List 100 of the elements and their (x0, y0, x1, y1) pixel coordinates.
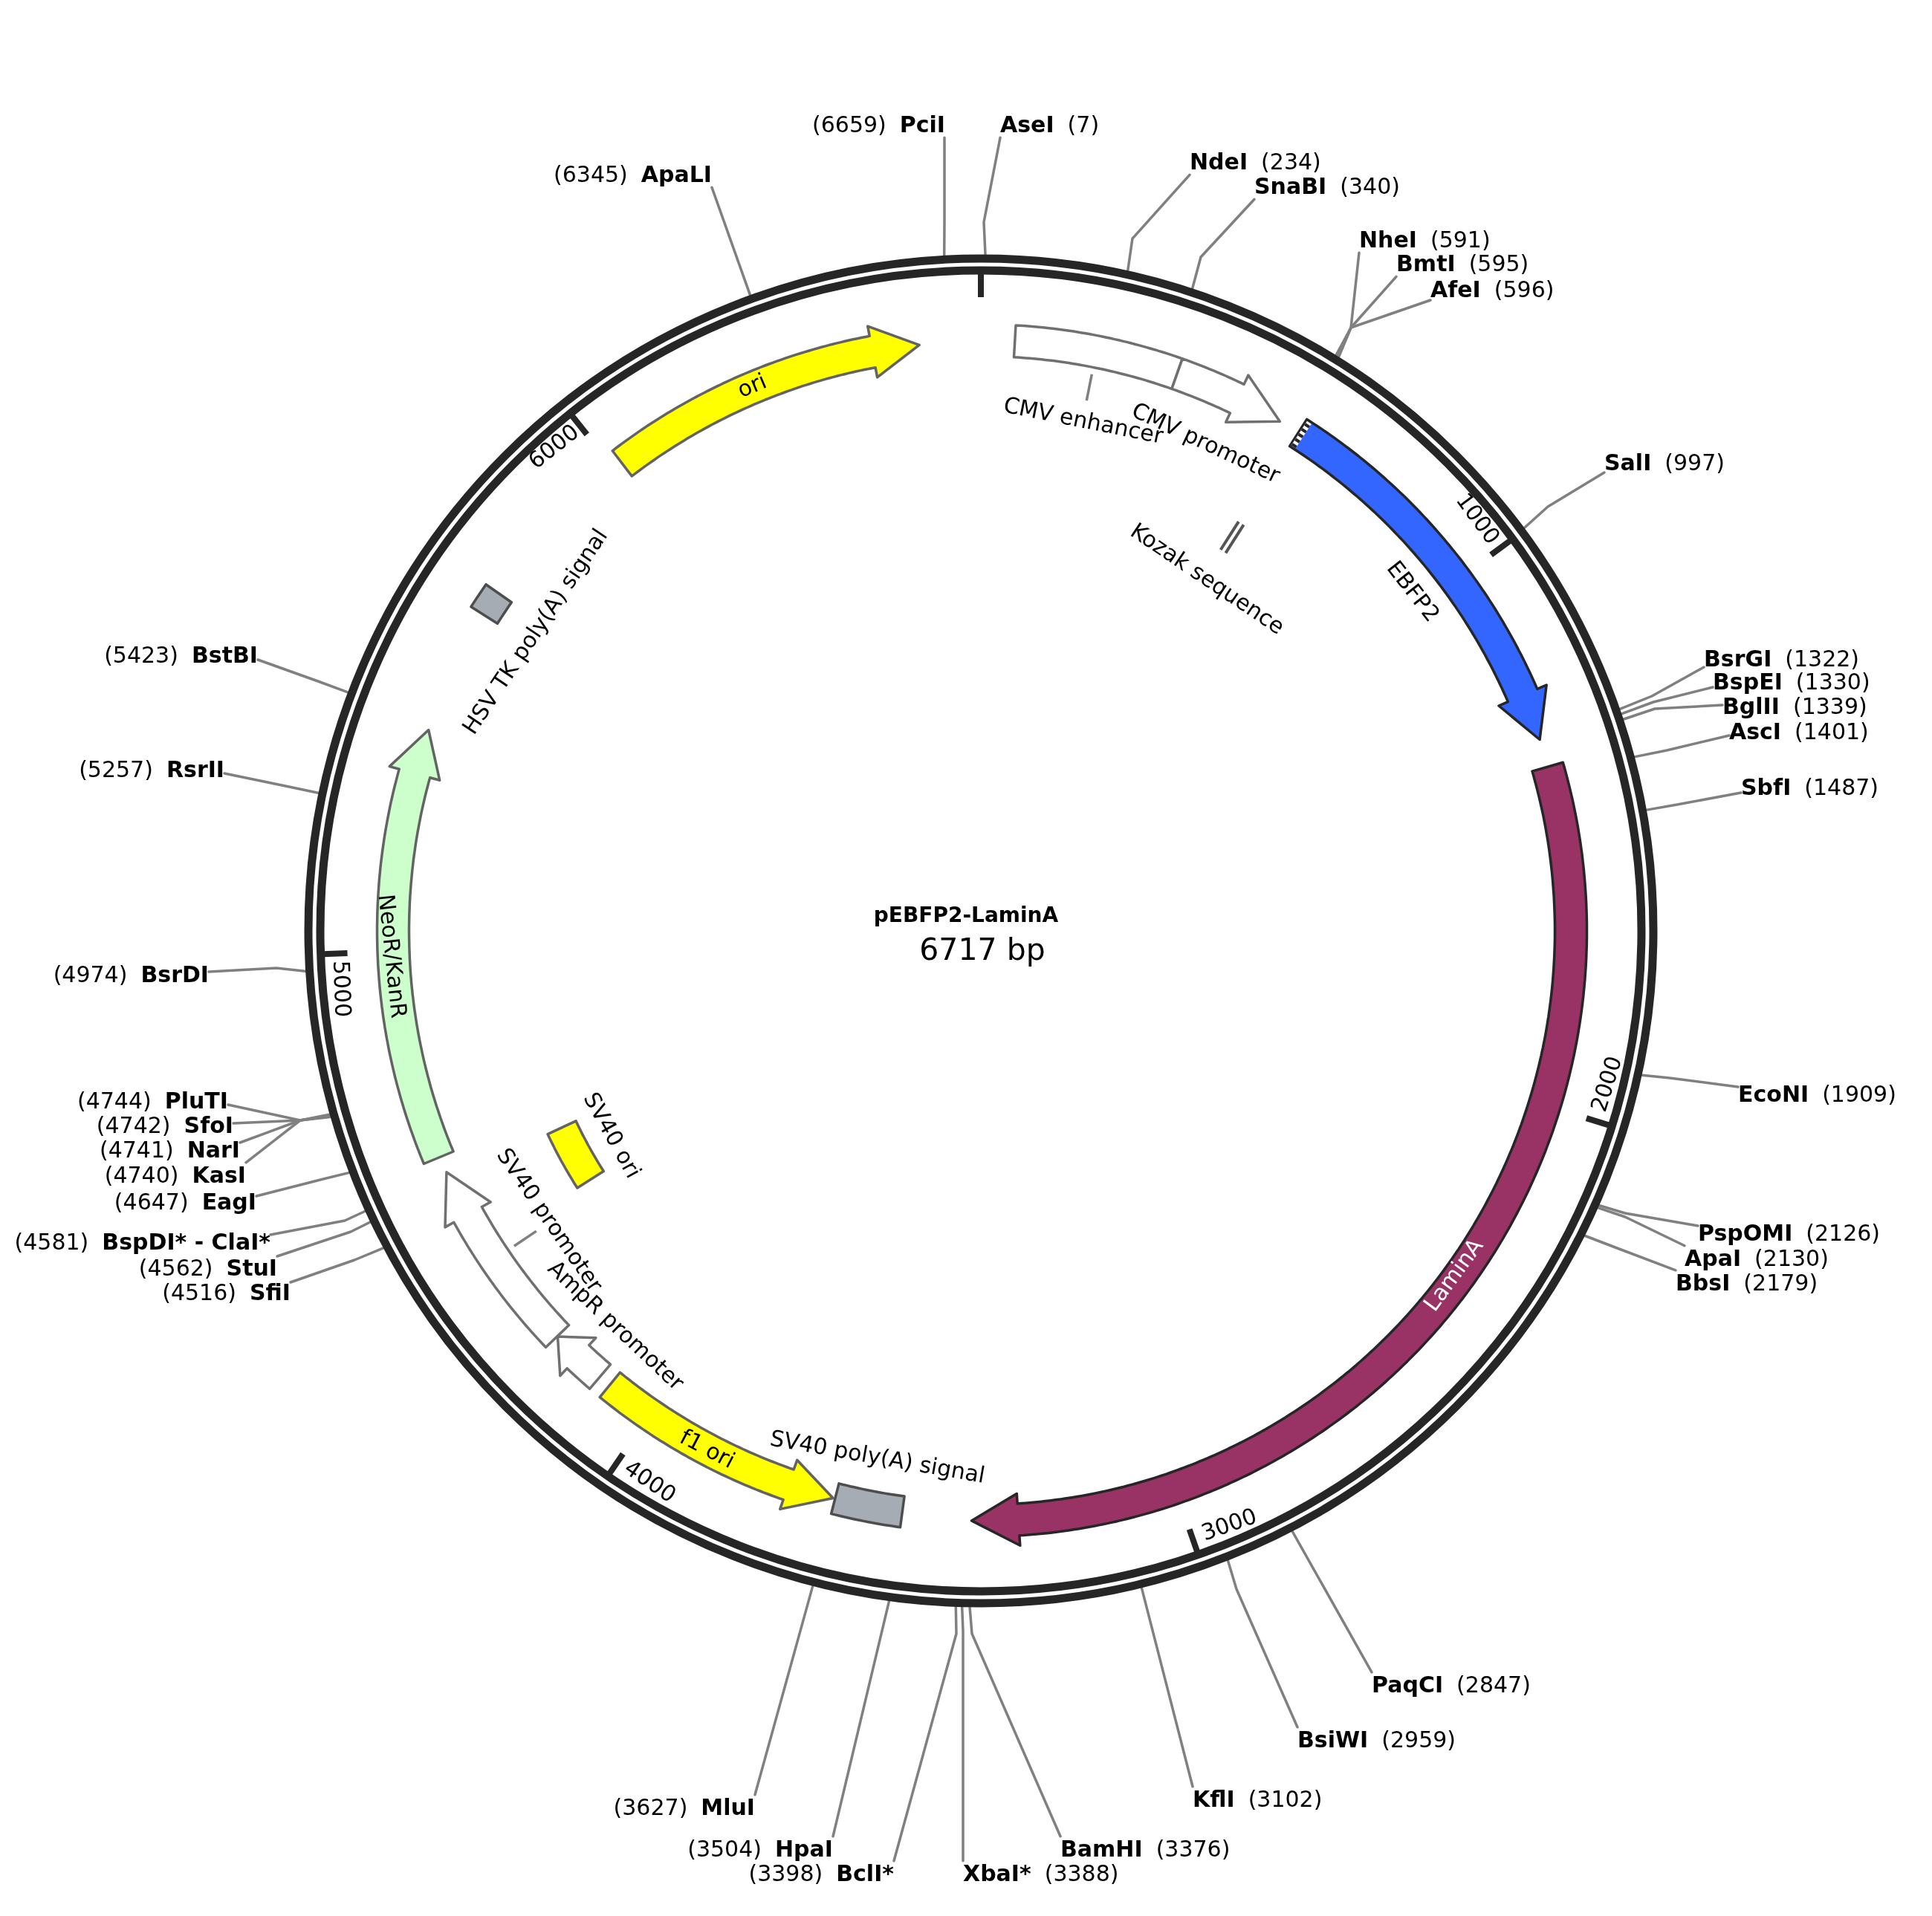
leader-line (1523, 471, 1606, 529)
enzyme-name: PluTI (164, 1088, 228, 1114)
leader-line (1140, 1587, 1194, 1788)
site-position: (4974) (53, 961, 128, 988)
enzyme-name: EagI (201, 1189, 256, 1215)
leader-line (244, 1115, 331, 1164)
leader-line (1621, 686, 1714, 715)
leader-line (1618, 666, 1705, 710)
site-position: (6345) (554, 161, 628, 188)
leader-line (1337, 275, 1398, 358)
leader-line (207, 967, 307, 973)
leader-line (1641, 1074, 1740, 1088)
site-position: (3398) (748, 1860, 823, 1887)
enzyme-name: BbsI (1676, 1270, 1731, 1296)
enzyme-name: BsiWI (1297, 1727, 1369, 1753)
enzyme-name: SnaBI (1254, 173, 1327, 200)
feature-label: SV40 poly(A) signal (768, 1425, 988, 1489)
site-position: (3376) (1155, 1836, 1231, 1863)
site-position: (4742) (96, 1112, 171, 1139)
site-position: (1909) (1822, 1081, 1896, 1108)
leader-line (1291, 1530, 1373, 1674)
leader-line (227, 1103, 331, 1122)
leader-line (960, 1605, 965, 1863)
enzyme-name: SfoI (184, 1112, 233, 1139)
leader-line (1598, 1204, 1699, 1227)
enzyme-name: SfiI (250, 1279, 291, 1306)
enzyme-name: SbfI (1741, 774, 1792, 801)
leader-line (269, 1209, 366, 1236)
leader-line (1645, 791, 1743, 811)
feature-label: ori (733, 368, 771, 403)
site-position: (2130) (1754, 1245, 1829, 1272)
enzyme-name: BspDI* - ClaI* (102, 1229, 270, 1256)
enzyme-name: KasI (192, 1162, 246, 1189)
site-position: (1401) (1795, 718, 1869, 745)
site-position: (2847) (1456, 1672, 1531, 1698)
leader-line (232, 1114, 331, 1125)
enzyme-name: MluI (701, 1794, 755, 1821)
enzyme-name: RsrII (166, 756, 224, 783)
site-position: (997) (1664, 449, 1725, 476)
leader-line (1127, 173, 1191, 272)
enzyme-name: HpaI (775, 1836, 833, 1863)
site-position: (5423) (104, 642, 178, 669)
leader-line (1226, 1559, 1299, 1729)
enzyme-name: NdeI (1190, 149, 1248, 175)
site-position: (3388) (1044, 1860, 1119, 1887)
site-position: (4647) (114, 1189, 189, 1215)
enzyme-name: BsrDI (140, 961, 209, 988)
leader-line (223, 772, 320, 795)
leader-line (1622, 704, 1724, 721)
site-position: (7) (1067, 111, 1100, 138)
site-position: (340) (1340, 173, 1400, 200)
enzyme-name: PaqCI (1372, 1672, 1444, 1698)
enzyme-name: BclI* (836, 1860, 894, 1887)
enzyme-name: StuI (226, 1255, 277, 1282)
leader-line (1338, 299, 1432, 358)
site-position: (4744) (77, 1088, 152, 1114)
site-position: (596) (1494, 276, 1555, 303)
site-position: (3627) (613, 1794, 688, 1821)
site-position: (4581) (14, 1229, 89, 1256)
site-position: (1339) (1792, 693, 1867, 720)
enzyme-name: AscI (1729, 718, 1782, 745)
site-position: (2179) (1743, 1270, 1818, 1296)
site-position: (2126) (1806, 1220, 1881, 1247)
site-position: (4741) (99, 1137, 174, 1163)
enzyme-name: AfeI (1430, 276, 1481, 303)
leader-line (832, 1600, 891, 1838)
leader-line (255, 1171, 350, 1198)
enzyme-name: PspOMI (1698, 1220, 1793, 1247)
feature-label: NeoR/KanR (373, 892, 412, 1020)
enzyme-name: PciI (899, 111, 945, 138)
site-position: (3504) (687, 1836, 762, 1863)
site-position: (2959) (1381, 1727, 1456, 1753)
leader-line (239, 1114, 331, 1144)
leader-line (1583, 1234, 1677, 1272)
enzyme-name: AseI (1000, 111, 1054, 138)
site-position: (1487) (1804, 774, 1879, 801)
leader-line (892, 1605, 958, 1863)
plasmid-name: pEBFP2-LaminA (873, 903, 1059, 928)
leader-line (1191, 198, 1256, 290)
leader-line (710, 186, 752, 296)
enzyme-name: EcoNI (1738, 1081, 1809, 1108)
enzyme-name: XbaI* (963, 1860, 1031, 1887)
leader-line (1597, 1207, 1686, 1247)
leader-line (1633, 734, 1731, 759)
plasmid-size: 6717 bp (919, 932, 1046, 968)
enzyme-name: ApaLI (641, 161, 712, 188)
site-position: (3102) (1248, 1786, 1323, 1813)
leader-line (1335, 251, 1361, 357)
enzyme-name: NarI (187, 1137, 240, 1163)
enzyme-name: SalI (1604, 449, 1652, 476)
enzyme-name: ApaI (1685, 1245, 1742, 1272)
enzyme-name: KflI (1193, 1786, 1235, 1813)
leader-line (982, 136, 1002, 256)
feature-label: f1 ori (675, 1423, 739, 1474)
leader-line (276, 1221, 372, 1258)
leader-line (289, 1247, 385, 1284)
enzyme-name: BstBI (191, 642, 258, 669)
enzyme-name: BglII (1722, 693, 1780, 720)
leader-line (753, 1585, 814, 1796)
site-position: (4740) (104, 1162, 179, 1189)
